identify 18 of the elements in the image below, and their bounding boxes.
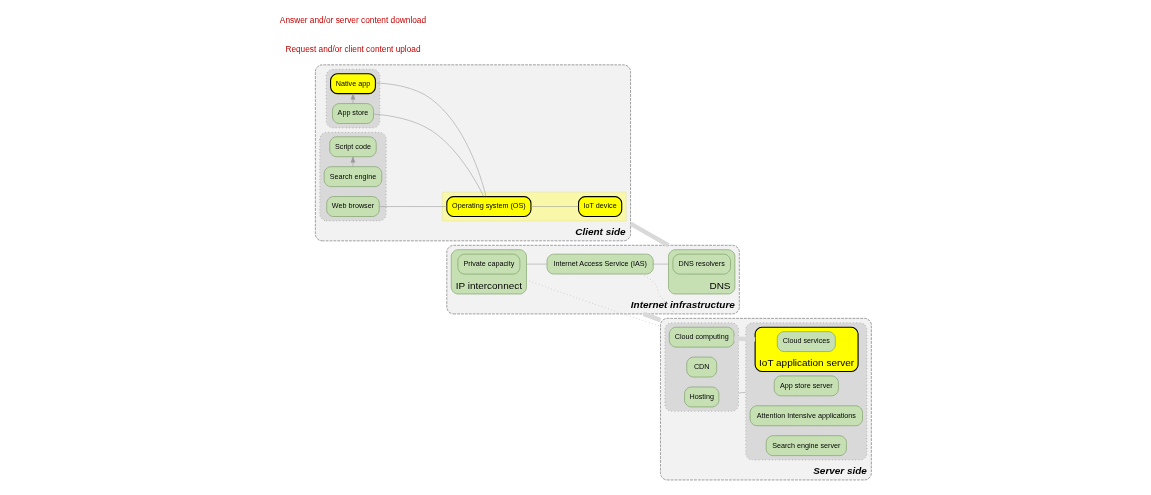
connector: [373, 113, 484, 197]
cluster: [325, 69, 381, 129]
cluster: [664, 322, 739, 412]
cluster: [319, 132, 387, 222]
connector: [375, 82, 487, 197]
arrow: [350, 93, 356, 104]
connector: [379, 206, 447, 207]
label: Answer and/or server content download: [279, 14, 427, 25]
connector: [629, 221, 670, 248]
connector: [642, 311, 662, 323]
connector: [525, 279, 662, 327]
connector: [530, 206, 579, 207]
arrow: [350, 156, 356, 167]
cluster: [745, 322, 868, 461]
label: Request and/or client content upload: [285, 44, 421, 55]
connector: [738, 392, 746, 394]
connector: [734, 336, 756, 342]
cluster: [442, 191, 627, 222]
